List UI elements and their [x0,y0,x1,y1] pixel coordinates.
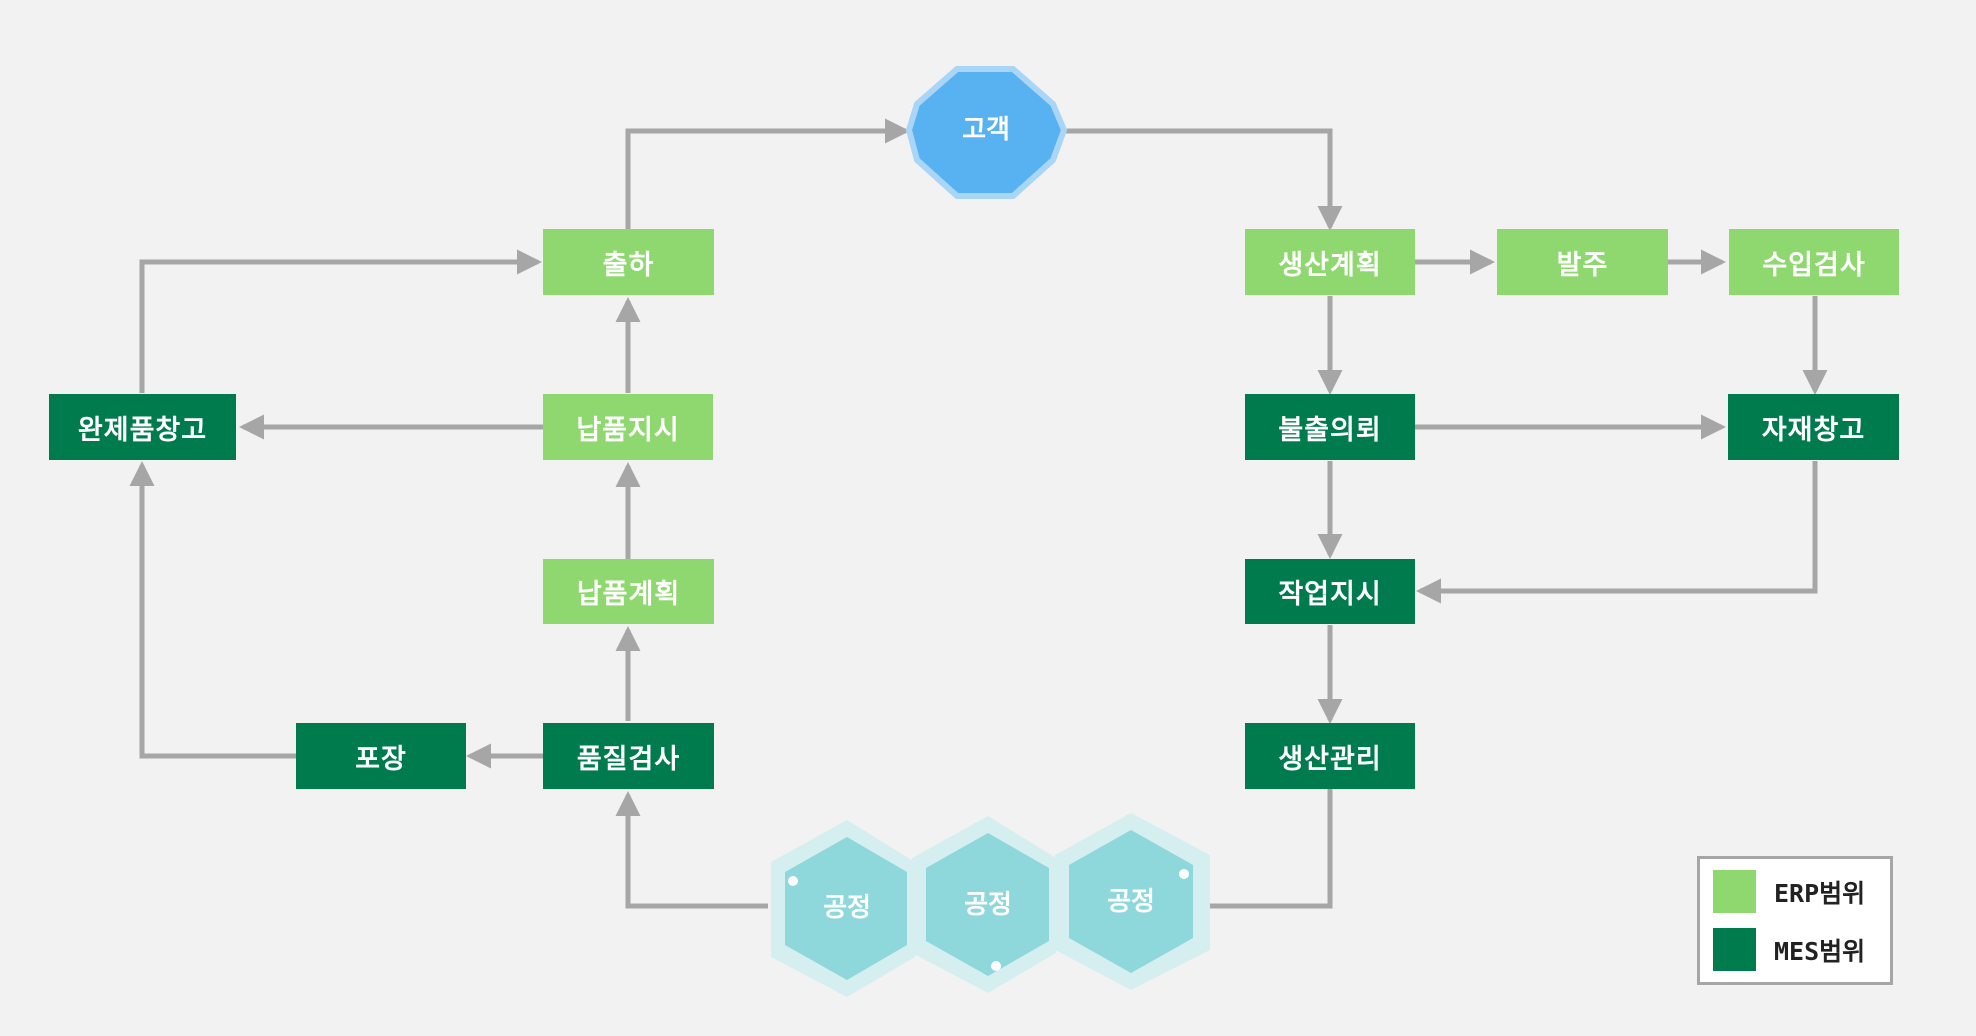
node-material-request: 불출의뢰 [1245,394,1415,460]
node-material-warehouse: 자재창고 [1728,394,1899,460]
process-hexagon-3 [1069,830,1193,973]
process-hexagon-1 [785,837,907,980]
customer-octagon [905,66,1068,199]
arrow-packaging-to-finished-goods-warehouse [129,460,297,759]
process-label-3: 공정 [1107,887,1155,917]
legend-swatch-mes [1713,928,1756,971]
arrow-finished-goods-warehouse-to-shipping [139,249,543,393]
arrow-processes-to-quality-inspection [615,790,768,909]
process-label-2: 공정 [964,890,1012,920]
legend-item-erp: ERP범위 [1713,870,1865,913]
node-production-management: 생산관리 [1245,723,1415,789]
node-packaging: 포장 [296,723,466,789]
node-finished-goods-warehouse: 완제품창고 [49,394,236,460]
process-label-1: 공정 [823,893,871,923]
process-hexagon-3-dot [1179,869,1189,879]
legend-item-mes: MES범위 [1713,928,1865,971]
process-hexagon-1-dot [788,876,798,886]
node-quality-inspection: 품질검사 [543,723,714,789]
process-hexagon-2-dot [991,961,1001,971]
legend-label-erp: ERP범위 [1774,878,1866,908]
arrow-customer-to-production-plan [1066,128,1343,232]
node-delivery-instruction: 납품지시 [543,394,713,460]
node-shipping: 출하 [543,229,714,295]
node-purchase-order: 발주 [1497,229,1668,295]
node-production-plan: 생산계획 [1245,229,1415,295]
node-delivery-plan: 납품계획 [543,559,714,624]
node-incoming-inspection: 수입검사 [1729,229,1899,295]
process-hexagon-2 [926,833,1049,976]
process-hexagons: 공정 공정 공정 [771,813,1210,997]
customer-label: 고객 [962,115,1010,145]
node-work-order: 작업지시 [1245,559,1415,624]
arrow-material-warehouse-to-work-order [1415,461,1818,604]
connectors [129,118,1828,909]
arrow-shipping-to-customer [625,118,911,229]
legend-label-mes: MES범위 [1774,936,1866,966]
legend-swatch-erp [1713,870,1756,913]
line-production-management-to-processes [1208,789,1333,909]
customer-node: 고객 [905,66,1068,199]
legend: ERP범위 MES범위 [1697,856,1893,985]
